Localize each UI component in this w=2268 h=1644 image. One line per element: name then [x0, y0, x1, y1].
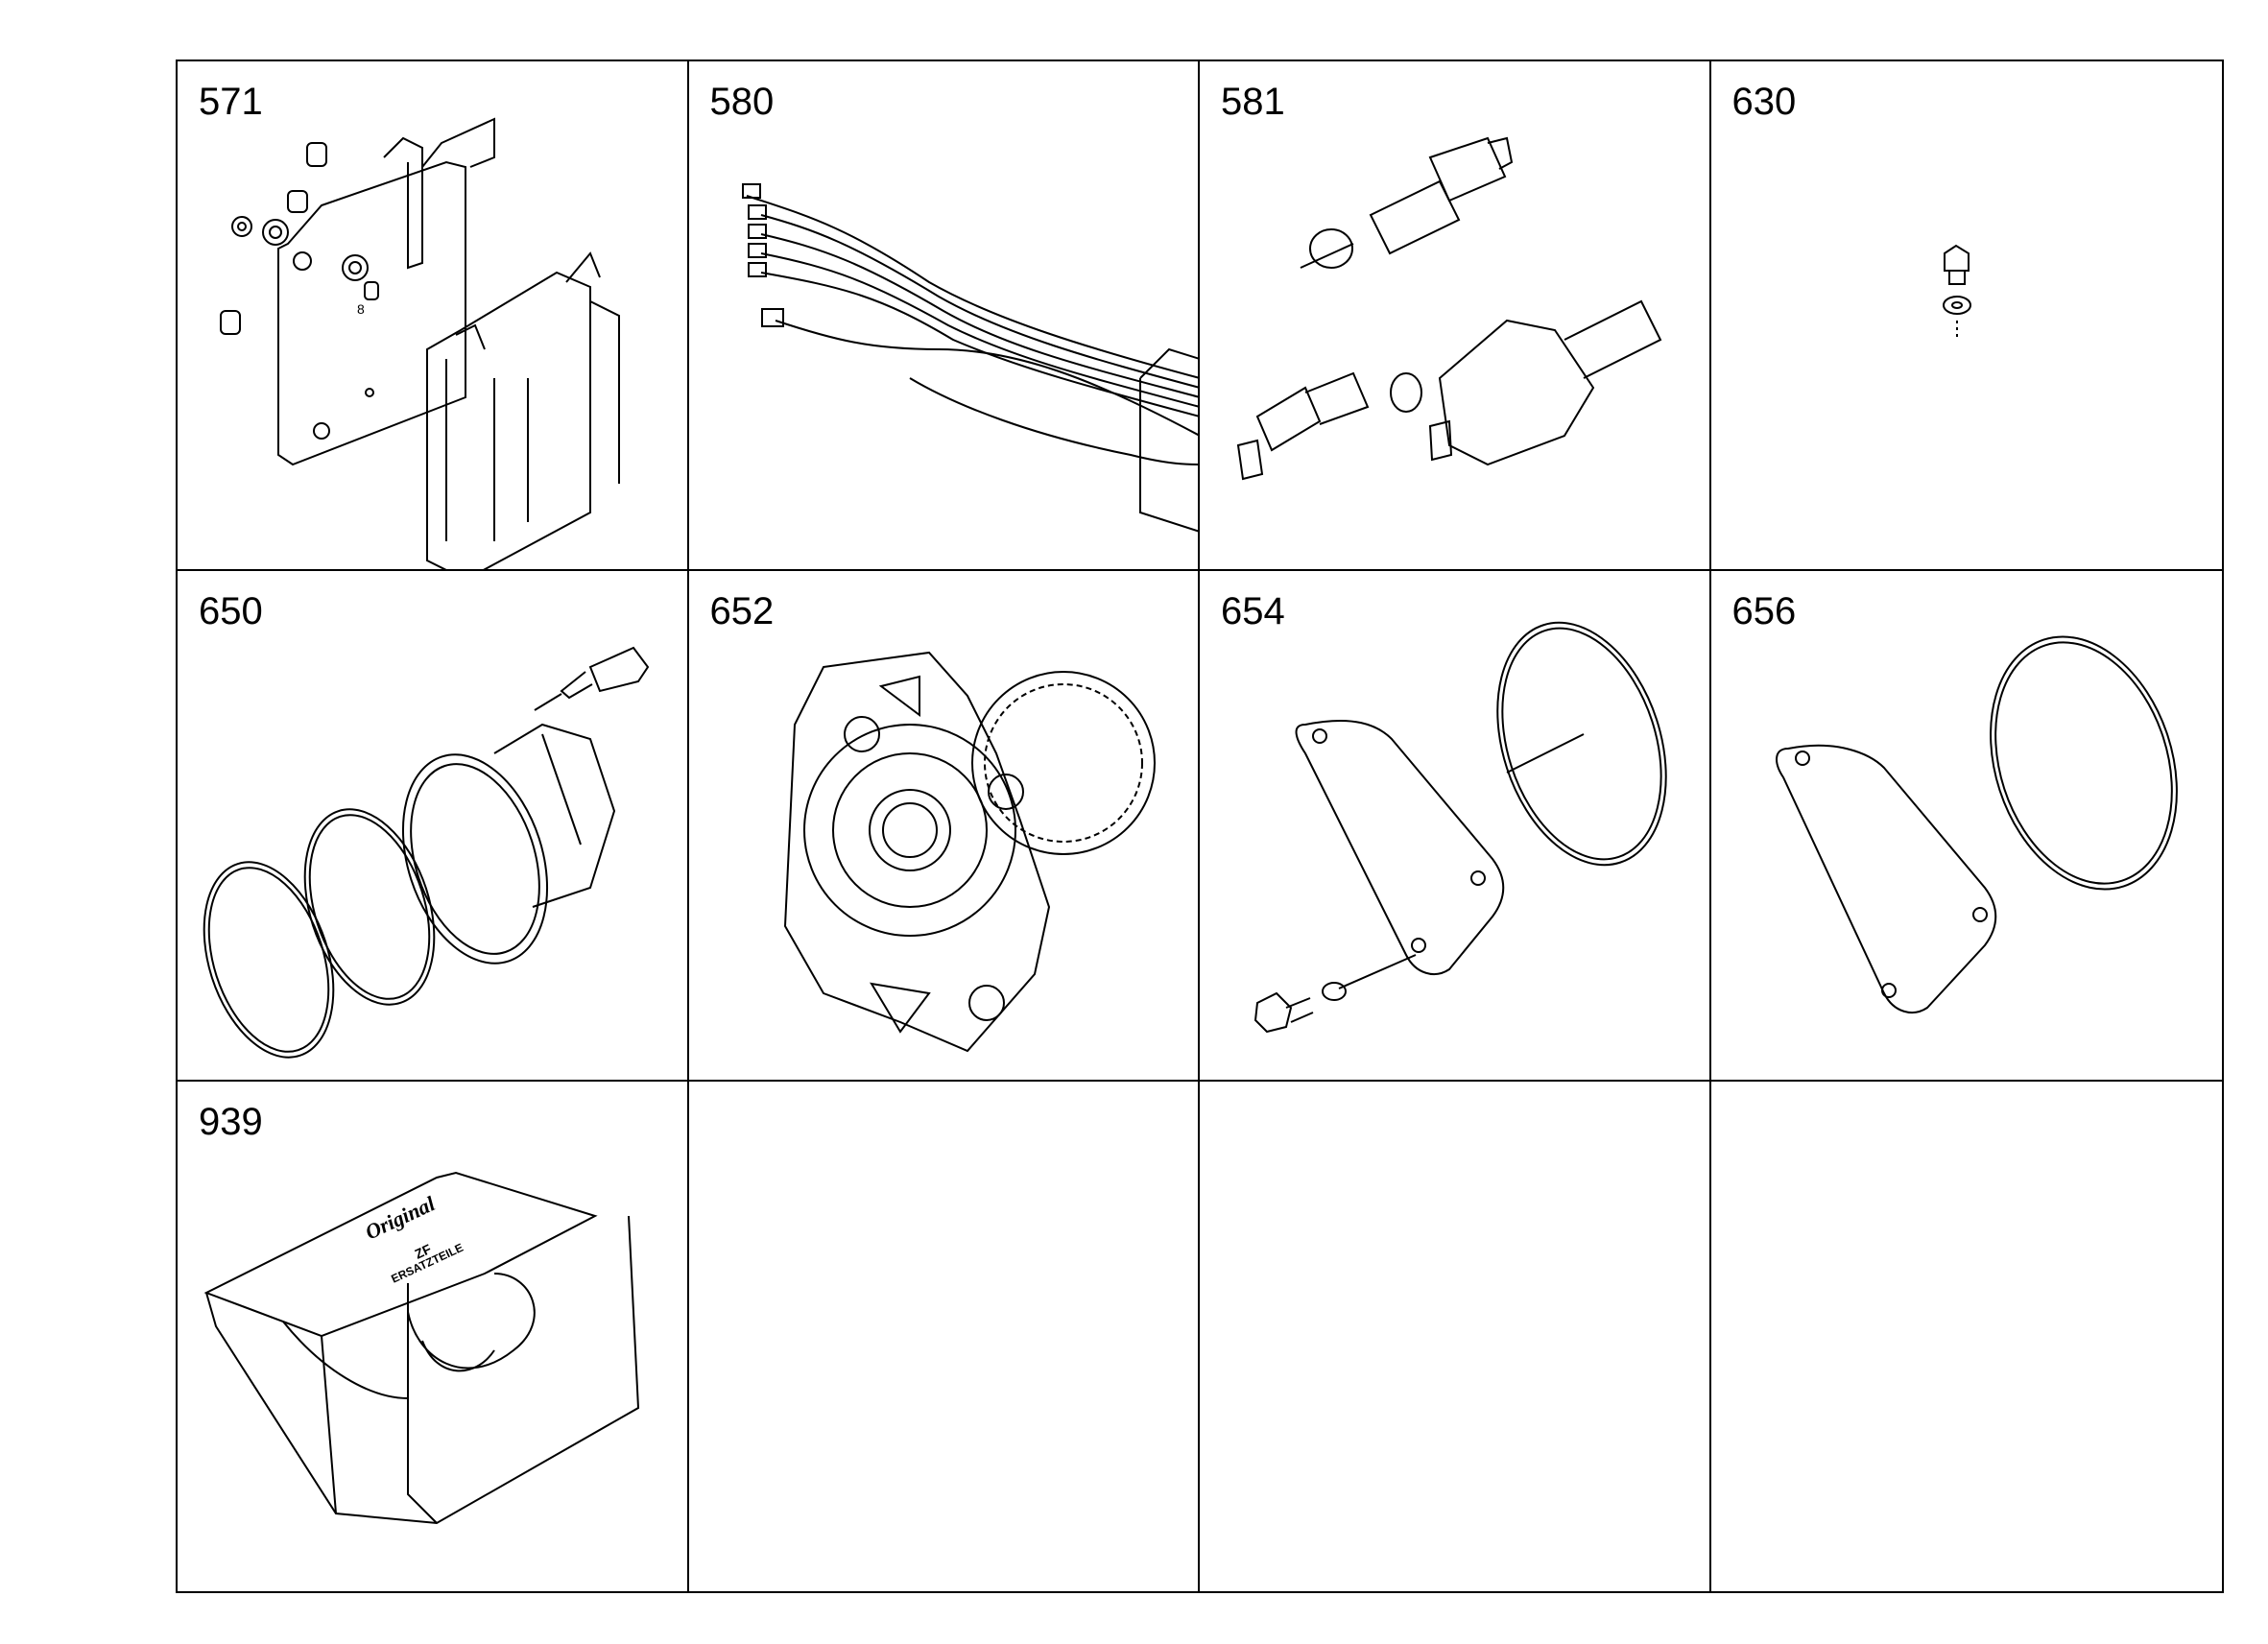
- cover-gasket-icon: [1711, 571, 2222, 1080]
- part-cell-581[interactable]: 581: [1200, 61, 1711, 572]
- part-cell-939[interactable]: 939 Original ZF ERSATZTEILE: [178, 1081, 689, 1591]
- brand-name-text: ZF: [413, 1240, 435, 1261]
- empty-cell: [1200, 1081, 1711, 1591]
- part-number: 580: [709, 81, 775, 123]
- part-number: 656: [1731, 590, 1797, 633]
- pump-gear-assembly-icon: [689, 571, 1200, 1080]
- part-cell-656[interactable]: 656: [1710, 571, 2222, 1082]
- seal-ring-kit-icon: [178, 571, 688, 1080]
- part-number: 939: [199, 1100, 263, 1143]
- figure-label: 8: [357, 301, 365, 317]
- part-number: 581: [1221, 81, 1285, 123]
- cover-gasket-kit-icon: [1200, 571, 1710, 1080]
- original-spare-parts-kit-icon: Original ZF ERSATZTEILE: [178, 1082, 688, 1590]
- part-cell-654[interactable]: 654: [1200, 571, 1711, 1082]
- part-cell-630[interactable]: 630: [1710, 61, 2222, 572]
- part-number: 650: [199, 590, 263, 633]
- sensor-switches-icon: [1200, 61, 1710, 570]
- brand-original-text: Original: [362, 1191, 440, 1245]
- part-cell-580[interactable]: 580: [688, 61, 1200, 572]
- part-cell-652[interactable]: 652: [688, 571, 1200, 1082]
- plug-screw-icon: [1711, 61, 2222, 570]
- empty-cell: [689, 1081, 1200, 1591]
- parts-grid: 571 8 580: [176, 60, 2224, 1593]
- empty-cell: [1711, 1082, 2223, 1591]
- part-cell-650[interactable]: 650: [178, 571, 689, 1082]
- part-number: 571: [199, 81, 263, 123]
- part-number: 630: [1731, 81, 1797, 123]
- part-cell-571[interactable]: 571 8: [178, 61, 689, 572]
- wiring-harness-icon: [689, 61, 1200, 570]
- part-number: 652: [709, 590, 775, 633]
- control-plate-assembly-icon: 8: [178, 61, 688, 570]
- part-number: 654: [1221, 590, 1285, 633]
